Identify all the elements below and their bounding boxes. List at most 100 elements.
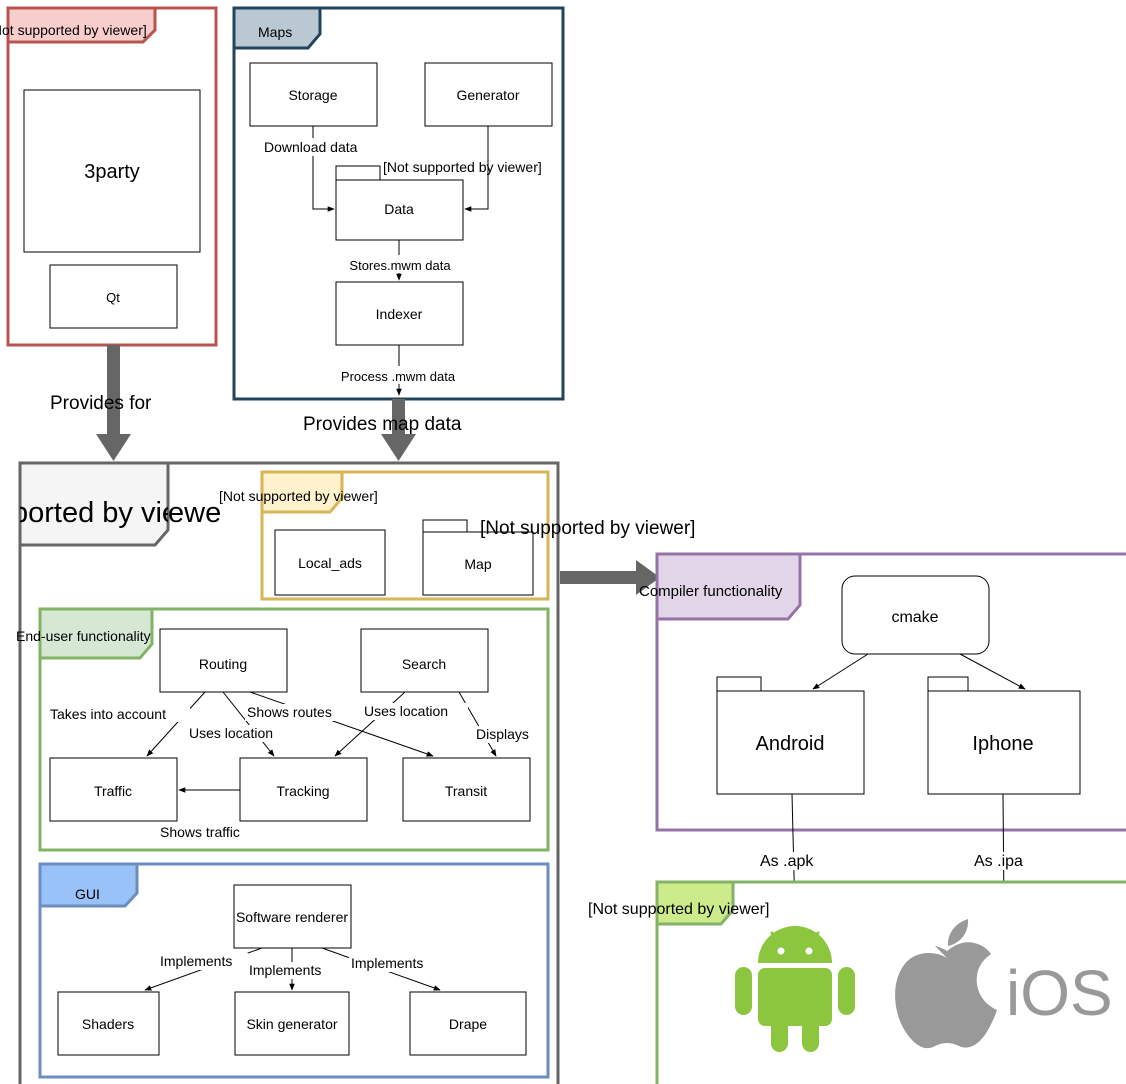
skin-generator-box <box>234 991 350 1056</box>
routing-box <box>159 628 288 693</box>
drape-label: Drape <box>449 1016 487 1032</box>
traffic-label: Traffic <box>94 783 132 799</box>
data-tab-label: [Not supported by viewer] <box>383 159 542 175</box>
third-party-tab <box>6 6 157 44</box>
maps-tab-label: Maps <box>258 24 292 40</box>
map-label: Map <box>464 556 491 572</box>
indexer-label: Indexer <box>376 306 423 322</box>
core-to-compiler-arrow <box>560 560 660 595</box>
android-label: Android <box>756 733 825 755</box>
implements-label-1: Implements <box>160 953 232 969</box>
local-ads-box <box>274 529 386 596</box>
takes-into-account-label: Takes into account <box>50 706 166 722</box>
third-party-frame: [Not supported by viewer] 3party Qt <box>0 6 218 347</box>
routing-to-transit-edge <box>249 691 434 757</box>
uses-location-label-1: Uses location <box>189 725 273 741</box>
provides-for-label: Provides for <box>50 393 152 414</box>
generator-label: Generator <box>456 87 519 103</box>
compiler-tab-label: Compiler functionality <box>639 583 783 600</box>
search-to-transit-edge <box>458 691 497 757</box>
apple-logo-icon <box>895 919 997 1049</box>
data-folder-tab <box>335 165 381 181</box>
compiler-tab <box>655 552 802 621</box>
provides-map-data-arrow <box>381 399 416 461</box>
inner-maps-tab-label: [Not supported by viewer] <box>219 488 378 504</box>
party3-box <box>23 89 201 253</box>
implements-label-3: Implements <box>351 955 423 971</box>
transit-label: Transit <box>445 783 487 799</box>
iphone-folder-tab <box>927 676 969 692</box>
party3-label: 3party <box>84 161 140 183</box>
provides-map-data-label: Provides map data <box>303 414 462 435</box>
download-data-label: Download data <box>264 139 358 155</box>
as-apk-label: As .apk <box>760 853 814 870</box>
tracking-label: Tracking <box>276 783 329 799</box>
platforms-tab <box>655 880 735 926</box>
shows-traffic-label: Shows traffic <box>160 824 240 840</box>
inner-maps-tab <box>260 470 344 514</box>
generator-box <box>424 62 553 127</box>
maps-tab <box>232 6 322 50</box>
compiler-frame: Compiler functionality cmake Android Iph… <box>639 552 1126 832</box>
skin-generator-label: Skin generator <box>246 1016 337 1032</box>
end-user-tab <box>38 607 154 660</box>
search-to-tracking-edge <box>334 691 406 757</box>
android-logo-icon <box>735 926 855 1052</box>
shaders-box <box>57 991 160 1056</box>
routing-label: Routing <box>199 656 247 672</box>
implements-label-2: Implements <box>249 962 321 978</box>
traffic-box <box>49 757 178 822</box>
generator-to-data-edge <box>464 126 489 212</box>
qt-box <box>49 264 178 329</box>
gui-frame: GUI Software renderer Shaders Skin gener… <box>38 862 550 1079</box>
gui-tab-label: GUI <box>75 886 100 902</box>
map-tab-label: [Not supported by viewer] <box>480 518 695 539</box>
software-renderer-box <box>233 884 352 949</box>
iphone-label: Iphone <box>972 733 1033 755</box>
core-tab <box>18 461 170 547</box>
iphone-box <box>927 690 1081 795</box>
process-mwm-label: Process .mwm data <box>341 369 456 384</box>
routing-to-tracking-edge <box>222 691 275 757</box>
data-label: Data <box>384 201 414 217</box>
transit-box <box>402 757 531 822</box>
android-box <box>716 690 865 795</box>
inner-maps-frame: [Not supported by viewer] Local_ads Map … <box>219 470 695 601</box>
maps-frame: Maps Storage Generator Data [Not support… <box>232 6 565 401</box>
core-tab-label: [Not supported by viewer] <box>0 497 233 529</box>
storage-box <box>249 62 378 127</box>
data-box <box>335 179 464 241</box>
cmake-label: cmake <box>891 609 938 626</box>
stores-mwm-label: Stores.mwm data <box>349 258 451 273</box>
platforms-tab-label: [Not supported by viewer] <box>588 901 769 918</box>
search-label: Search <box>402 656 446 672</box>
end-user-tab-label: End-user functionality <box>16 628 151 644</box>
search-box <box>360 628 489 693</box>
drape-box <box>409 991 527 1056</box>
uses-location-label-2: Uses location <box>364 703 448 719</box>
indexer-box <box>335 281 464 346</box>
cmake-to-android-edge <box>812 653 869 690</box>
displays-label: Displays <box>476 726 529 742</box>
map-box <box>422 531 534 596</box>
shaders-label: Shaders <box>82 1016 134 1032</box>
end-user-frame: End-user functionality Routing Search Tr… <box>16 607 550 852</box>
local-ads-label: Local_ads <box>298 555 362 571</box>
ios-logo-text: iOS <box>1006 957 1113 1029</box>
as-ipa-label: As .ipa <box>974 853 1023 870</box>
shows-routes-label: Shows routes <box>247 704 332 720</box>
routing-to-traffic-edge <box>146 691 206 757</box>
cmake-box <box>841 575 990 655</box>
qt-label: Qt <box>106 290 120 305</box>
cmake-to-iphone-edge <box>959 653 1026 690</box>
tracking-box <box>239 757 368 822</box>
android-folder-tab <box>716 676 762 692</box>
third-party-tab-label: [Not supported by viewer] <box>0 22 147 38</box>
core-tab-label-overflow: ewe <box>168 497 221 529</box>
provides-for-arrow <box>96 345 131 461</box>
gui-tab <box>38 862 139 908</box>
map-folder-tab <box>422 519 468 533</box>
software-renderer-label: Software renderer <box>236 909 348 925</box>
storage-label: Storage <box>288 87 337 103</box>
